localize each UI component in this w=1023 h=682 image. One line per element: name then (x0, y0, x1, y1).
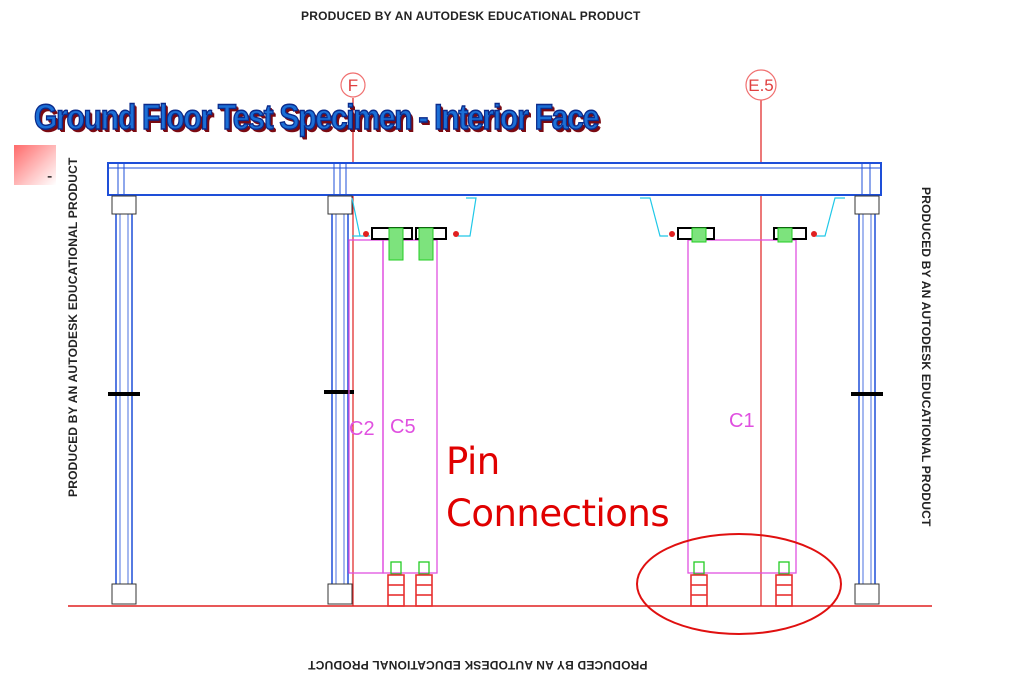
frame-column-right (851, 195, 883, 605)
grid-line-e5: E.5 (745, 69, 777, 606)
specimen-column-c5: C5 (382, 239, 438, 574)
grid-label-e5: E.5 (748, 76, 774, 95)
column-label-c5: C5 (390, 416, 416, 438)
bullet-block (14, 145, 56, 185)
column-label-c2: C2 (349, 418, 375, 440)
frame-column-mid (324, 195, 354, 605)
grid-line-f: F (340, 72, 366, 606)
bottom-pin-connectors (387, 561, 793, 607)
slide-title: Ground Floor Test Specimen - Interior Fa… (33, 97, 600, 137)
pin-connections-callout: Pin Connections (446, 436, 670, 540)
callout-line-2: Connections (446, 492, 670, 535)
top-beam (107, 162, 882, 196)
watermark-top: PRODUCED BY AN AUTODESK EDUCATIONAL PROD… (301, 9, 641, 23)
column-label-c1: C1 (729, 410, 755, 432)
pin-connections-highlight-ellipse (636, 533, 842, 635)
callout-line-1: Pin (446, 440, 500, 483)
top-connectors (363, 227, 817, 261)
specimen-column-c1: C1 (687, 239, 797, 574)
grid-label-f: F (348, 76, 358, 95)
specimen-column-c2: C2 (348, 239, 384, 574)
frame-column-left (108, 195, 140, 605)
bullet-dash: - (47, 168, 53, 185)
